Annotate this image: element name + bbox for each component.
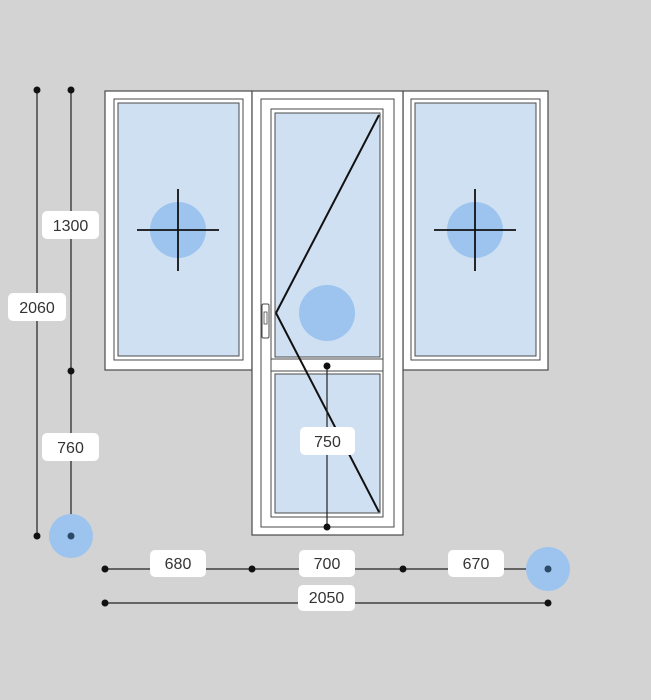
right-width-label: 670 — [463, 556, 490, 573]
dimension-total-width: 2050 — [101, 585, 552, 611]
lower-height-label: 760 — [57, 440, 84, 457]
right-window[interactable] — [402, 90, 549, 371]
total-height-label: 2060 — [19, 300, 55, 317]
door-opening-marker[interactable] — [299, 285, 355, 341]
door-lower-height-label: 750 — [314, 434, 341, 451]
dimension-label-box[interactable] — [8, 293, 66, 321]
crosshair-icon — [137, 189, 219, 271]
dimension-total-height: 2060 — [8, 86, 66, 540]
dimension-door-lower: 750 — [300, 362, 355, 531]
dimension-section-widths: 680 700 670 — [101, 547, 570, 591]
dimension-label-box[interactable] — [298, 585, 355, 611]
dimension-label-box[interactable] — [300, 427, 355, 455]
total-width-label: 2050 — [309, 590, 345, 607]
left-width-label: 680 — [165, 556, 192, 573]
dimension-label-box[interactable] — [448, 550, 504, 577]
dimension-label-box[interactable] — [42, 433, 99, 461]
dimension-label-box[interactable] — [299, 550, 355, 577]
door-handle-icon — [261, 303, 270, 339]
upper-height-label: 1300 — [53, 218, 89, 235]
dimension-label-box[interactable] — [150, 550, 206, 577]
crosshair-icon — [434, 189, 516, 271]
left-window[interactable] — [104, 90, 253, 371]
door-width-label: 700 — [314, 556, 341, 573]
dimension-split-height: 1300 760 — [42, 86, 99, 558]
dimension-label-box[interactable] — [42, 211, 99, 239]
